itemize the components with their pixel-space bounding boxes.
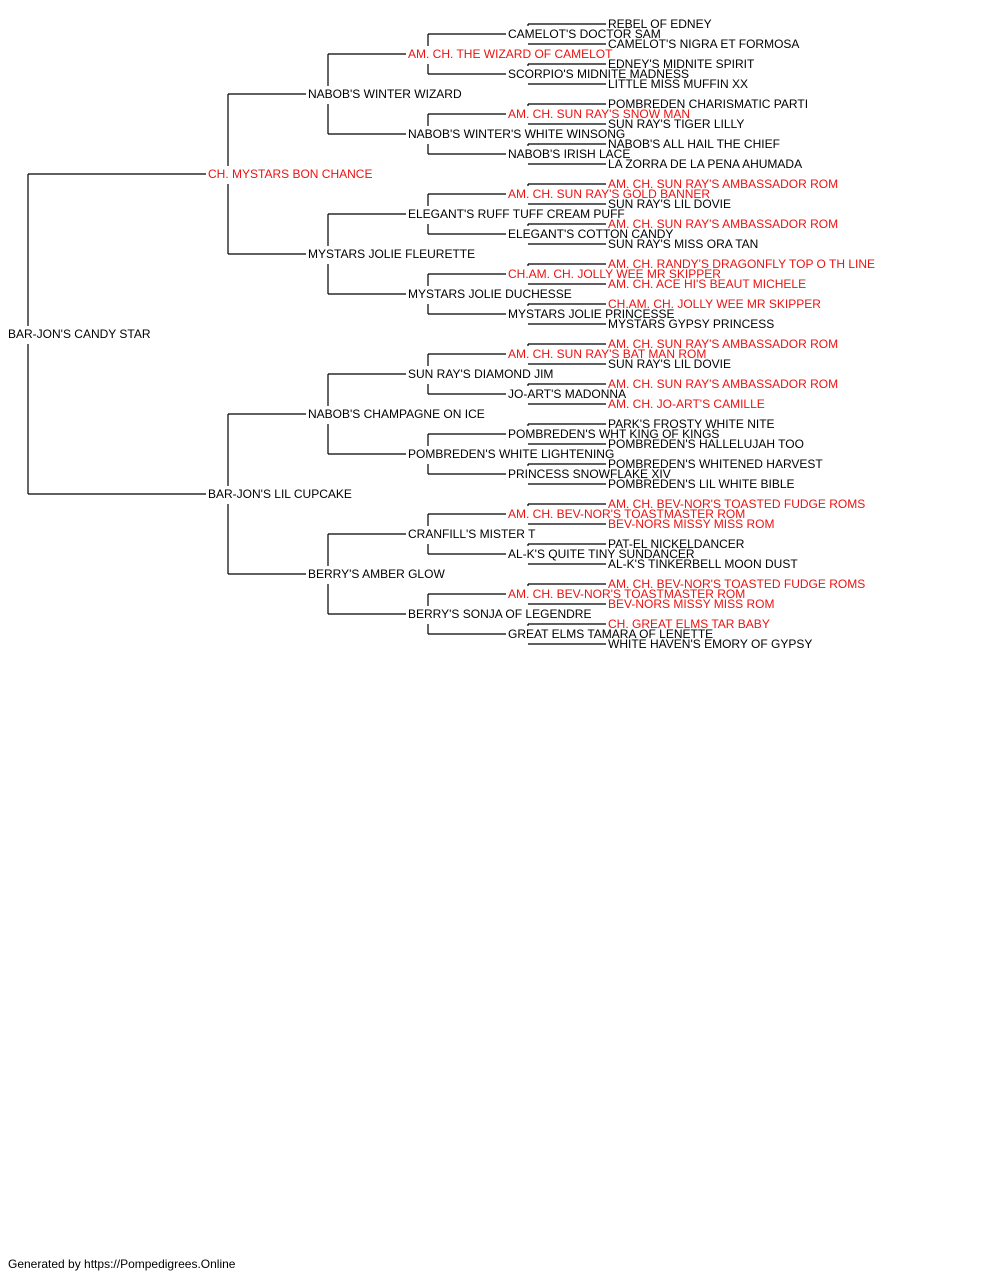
ancestor-name-gen4: AM. CH. SUN RAY'S SNOW MAN xyxy=(508,107,690,121)
ancestor-name-gen4: AM. CH. SUN RAY'S GOLD BANNER xyxy=(508,187,710,201)
ancestor-name-gen4: ELEGANT'S COTTON CANDY xyxy=(508,227,673,241)
ancestor-name-gen1: CH. MYSTARS BON CHANCE xyxy=(208,167,372,181)
ancestor-name-gen2: BERRY'S AMBER GLOW xyxy=(308,567,445,581)
ancestor-name-gen3: CRANFILL'S MISTER T xyxy=(408,527,536,541)
ancestor-name-gen5: AM. CH. ACE HI'S BEAUT MICHELE xyxy=(608,277,806,291)
ancestor-name-gen4: AM. CH. SUN RAY'S BAT MAN ROM xyxy=(508,347,706,361)
ancestor-name-gen4: JO-ART'S MADONNA xyxy=(508,387,626,401)
ancestor-name-gen3: BERRY'S SONJA OF LEGENDRE xyxy=(408,607,591,621)
ancestor-name-gen4: AM. CH. BEV-NOR'S TOASTMASTER ROM xyxy=(508,587,745,601)
ancestor-name-gen5: BEV-NORS MISSY MISS ROM xyxy=(608,597,774,611)
ancestor-name-gen5: PAT-EL NICKELDANCER xyxy=(608,537,745,551)
ancestor-name-gen5: SUN RAY'S MISS ORA TAN xyxy=(608,237,758,251)
ancestor-name-gen5: BEV-NORS MISSY MISS ROM xyxy=(608,517,774,531)
ancestor-name-gen5: AM. CH. SUN RAY'S AMBASSADOR ROM xyxy=(608,377,838,391)
ancestor-name-gen5: POMBREDEN CHARISMATIC PARTI xyxy=(608,97,808,111)
ancestor-name-gen4: NABOB'S IRISH LACE xyxy=(508,147,630,161)
ancestor-name-gen4: GREAT ELMS TAMARA OF LENETTE xyxy=(508,627,713,641)
pedigree-labels: BAR-JON'S CANDY STAR CH. MYSTARS BON CHAN… xyxy=(8,17,875,651)
ancestor-name-gen3: AM. CH. THE WIZARD OF CAMELOT xyxy=(408,47,613,61)
subject-name: BAR-JON'S CANDY STAR xyxy=(8,327,151,341)
ancestor-name-gen5: CAMELOT'S NIGRA ET FORMOSA xyxy=(608,37,799,51)
ancestor-name-gen3: ELEGANT'S RUFF TUFF CREAM PUFF xyxy=(408,207,625,221)
ancestor-name-gen5: AM. CH. JO-ART'S CAMILLE xyxy=(608,397,765,411)
ancestor-name-gen5: POMBREDEN'S LIL WHITE BIBLE xyxy=(608,477,795,491)
ancestor-name-gen3: NABOB'S WINTER'S WHITE WINSONG xyxy=(408,127,625,141)
ancestor-name-gen5: AL-K'S TINKERBELL MOON DUST xyxy=(608,557,798,571)
ancestor-name-gen5: WHITE HAVEN'S EMORY OF GYPSY xyxy=(608,637,812,651)
ancestor-name-gen5: CH. GREAT ELMS TAR BABY xyxy=(608,617,770,631)
ancestor-name-gen5: POMBREDEN'S WHITENED HARVEST xyxy=(608,457,823,471)
ancestor-name-gen5: MYSTARS GYPSY PRINCESS xyxy=(608,317,774,331)
ancestor-name-gen2: NABOB'S CHAMPAGNE ON ICE xyxy=(308,407,485,421)
ancestor-name-gen5: REBEL OF EDNEY xyxy=(608,17,712,31)
ancestor-name-gen3: MYSTARS JOLIE DUCHESSE xyxy=(408,287,572,301)
ancestor-name-gen4: POMBREDEN'S WHT KING OF KINGS xyxy=(508,427,719,441)
ancestor-name-gen4: MYSTARS JOLIE PRINCESSE xyxy=(508,307,674,321)
ancestor-name-gen5: SUN RAY'S TIGER LILLY xyxy=(608,117,744,131)
ancestor-name-gen5: EDNEY'S MIDNITE SPIRIT xyxy=(608,57,755,71)
ancestor-name-gen1: BAR-JON'S LIL CUPCAKE xyxy=(208,487,352,501)
ancestor-name-gen3: SUN RAY'S DIAMOND JIM xyxy=(408,367,553,381)
ancestor-name-gen5: AM. CH. RANDY'S DRAGONFLY TOP O TH LINE xyxy=(608,257,875,271)
ancestor-name-gen5: POMBREDEN'S HALLELUJAH TOO xyxy=(608,437,804,451)
ancestor-name-gen4: SCORPIO'S MIDNITE MADNESS xyxy=(508,67,689,81)
ancestor-name-gen5: SUN RAY'S LIL DOVIE xyxy=(608,357,731,371)
ancestor-name-gen5: CH.AM. CH. JOLLY WEE MR SKIPPER xyxy=(608,297,821,311)
ancestor-name-gen5: AM. CH. BEV-NOR'S TOASTED FUDGE ROMS xyxy=(608,577,865,591)
ancestor-name-gen5: AM. CH. SUN RAY'S AMBASSADOR ROM xyxy=(608,177,838,191)
ancestor-name-gen5: LA ZORRA DE LA PENA AHUMADA xyxy=(608,157,802,171)
ancestor-name-gen4: CH.AM. CH. JOLLY WEE MR SKIPPER xyxy=(508,267,721,281)
ancestor-name-gen5: NABOB'S ALL HAIL THE CHIEF xyxy=(608,137,780,151)
ancestor-name-gen2: NABOB'S WINTER WIZARD xyxy=(308,87,462,101)
ancestor-name-gen4: PRINCESS SNOWFLAKE XIV xyxy=(508,467,671,481)
ancestor-name-gen5: LITTLE MISS MUFFIN XX xyxy=(608,77,748,91)
ancestor-name-gen4: AM. CH. BEV-NOR'S TOASTMASTER ROM xyxy=(508,507,745,521)
pedigree-connectors xyxy=(27,23,606,645)
ancestor-name-gen3: POMBREDEN'S WHITE LIGHTENING xyxy=(408,447,614,461)
ancestor-name-gen5: AM. CH. SUN RAY'S AMBASSADOR ROM xyxy=(608,217,838,231)
ancestor-name-gen5: PARK'S FROSTY WHITE NITE xyxy=(608,417,775,431)
ancestor-name-gen5: AM. CH. BEV-NOR'S TOASTED FUDGE ROMS xyxy=(608,497,865,511)
ancestor-name-gen4: AL-K'S QUITE TINY SUNDANCER xyxy=(508,547,695,561)
ancestor-name-gen2: MYSTARS JOLIE FLEURETTE xyxy=(308,247,475,261)
ancestor-name-gen5: AM. CH. SUN RAY'S AMBASSADOR ROM xyxy=(608,337,838,351)
ancestor-name-gen5: SUN RAY'S LIL DOVIE xyxy=(608,197,731,211)
generated-by-footer: Generated by https://Pompedigrees.Online xyxy=(8,1257,236,1271)
ancestor-name-gen4: CAMELOT'S DOCTOR SAM xyxy=(508,27,661,41)
